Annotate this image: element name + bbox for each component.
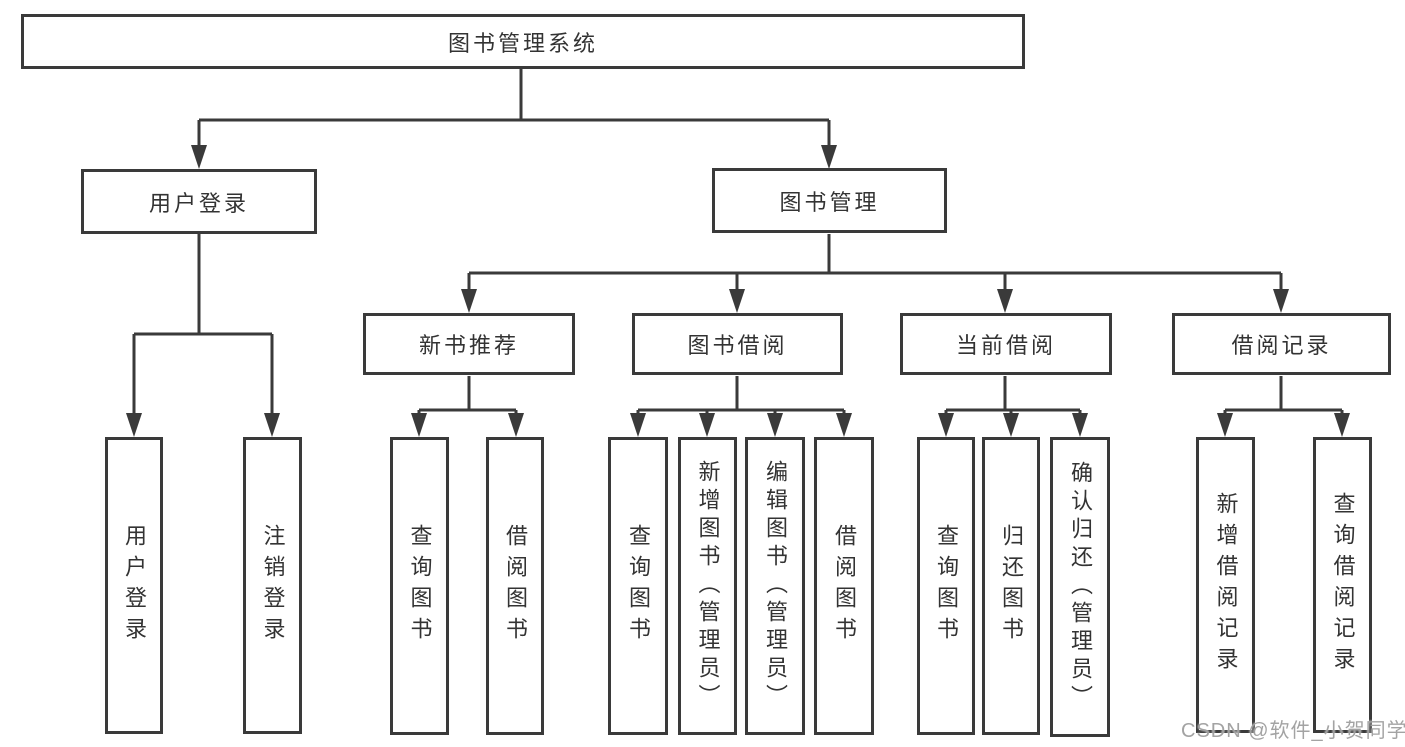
node-root: 图书管理系统	[21, 14, 1025, 69]
node-leaf-recommend-query-book: 查询图书	[390, 437, 449, 735]
node-leaf-query-borrow-record: 查询借阅记录	[1313, 437, 1372, 733]
watermark: CSDN @软件_小贺同学	[1181, 720, 1405, 742]
node-leaf-borrow-borrow-book: 借阅图书	[814, 437, 874, 735]
node-leaf-recommend-borrow-book: 借阅图书	[486, 437, 544, 735]
node-leaf-confirm-return-admin: 确认归还（管理员）	[1050, 437, 1110, 737]
node-new-book-recommend: 新书推荐	[363, 313, 575, 375]
node-leaf-logout: 注销登录	[243, 437, 302, 734]
node-leaf-current-query-book: 查询图书	[917, 437, 975, 735]
node-borrow-records: 借阅记录	[1172, 313, 1391, 375]
node-leaf-edit-book-admin: 编辑图书（管理员）	[745, 437, 805, 735]
node-leaf-borrow-query-book: 查询图书	[608, 437, 668, 735]
node-current-borrow: 当前借阅	[900, 313, 1112, 375]
node-book-borrow: 图书借阅	[632, 313, 843, 375]
node-leaf-add-book-admin: 新增图书（管理员）	[678, 437, 737, 735]
node-book-management: 图书管理	[712, 168, 947, 233]
node-leaf-user-login: 用户登录	[105, 437, 163, 734]
node-leaf-return-book: 归还图书	[982, 437, 1040, 735]
node-user-login: 用户登录	[81, 169, 317, 234]
node-leaf-add-borrow-record: 新增借阅记录	[1196, 437, 1255, 733]
